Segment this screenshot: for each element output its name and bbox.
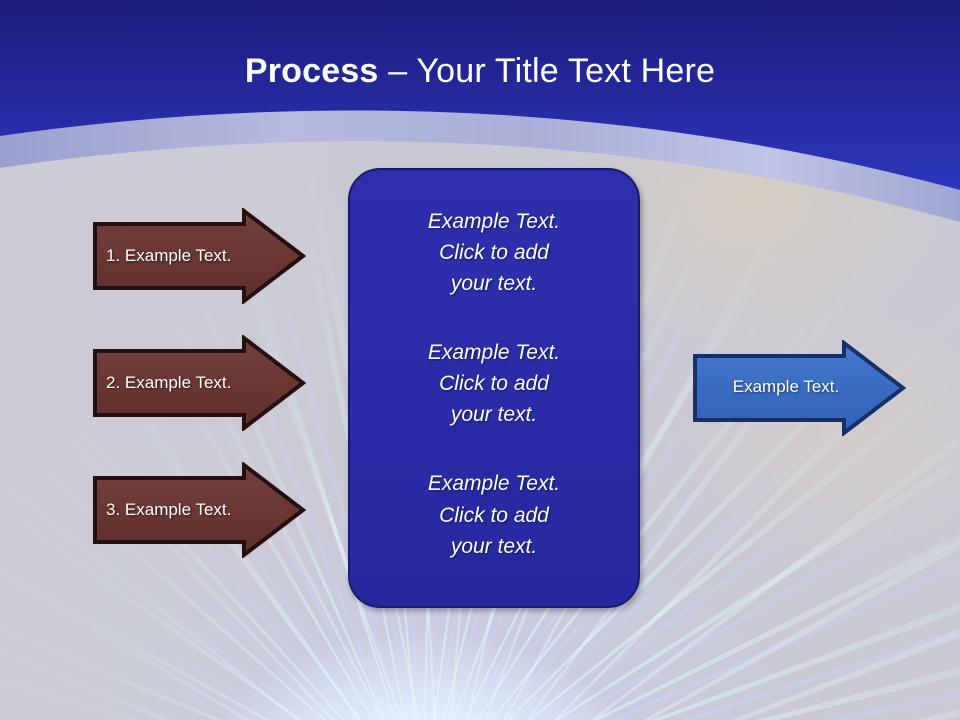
center-text-box[interactable]: Example Text. Click to add your text. Ex… (348, 168, 640, 608)
header-banner (0, 0, 960, 222)
step-arrow-2[interactable]: 2. Example Text. (92, 333, 307, 433)
step-arrow-1[interactable]: 1. Example Text. (92, 206, 307, 306)
output-arrow-shape (693, 338, 907, 438)
step-arrow-1-shape (93, 206, 307, 306)
step-arrow-3-shape (93, 460, 307, 560)
page-title: Process – Your Title Text Here (0, 52, 960, 91)
step-arrow-3[interactable]: 3. Example Text. (92, 460, 307, 560)
header-arc-fill (0, 0, 960, 190)
step-arrow-2-label: 2. Example Text. (106, 373, 232, 392)
center-paragraph-2: Example Text. Click to add your text. (427, 341, 561, 427)
page-title-rest: Your Title Text Here (416, 52, 716, 90)
step-arrow-3-label: 3. Example Text. (106, 500, 232, 519)
center-paragraph-3: Example Text. Click to add your text. (427, 472, 561, 558)
center-paragraph-1: Example Text. Click to add your text. (427, 210, 561, 296)
page-title-bold: Process (244, 52, 379, 90)
step-arrow-1-label: 1. Example Text. (106, 246, 232, 265)
output-arrow-label: Example Text. (732, 377, 840, 396)
page-title-separator: – (378, 52, 417, 90)
step-arrow-2-shape (93, 333, 307, 433)
output-arrow[interactable] (692, 338, 907, 438)
